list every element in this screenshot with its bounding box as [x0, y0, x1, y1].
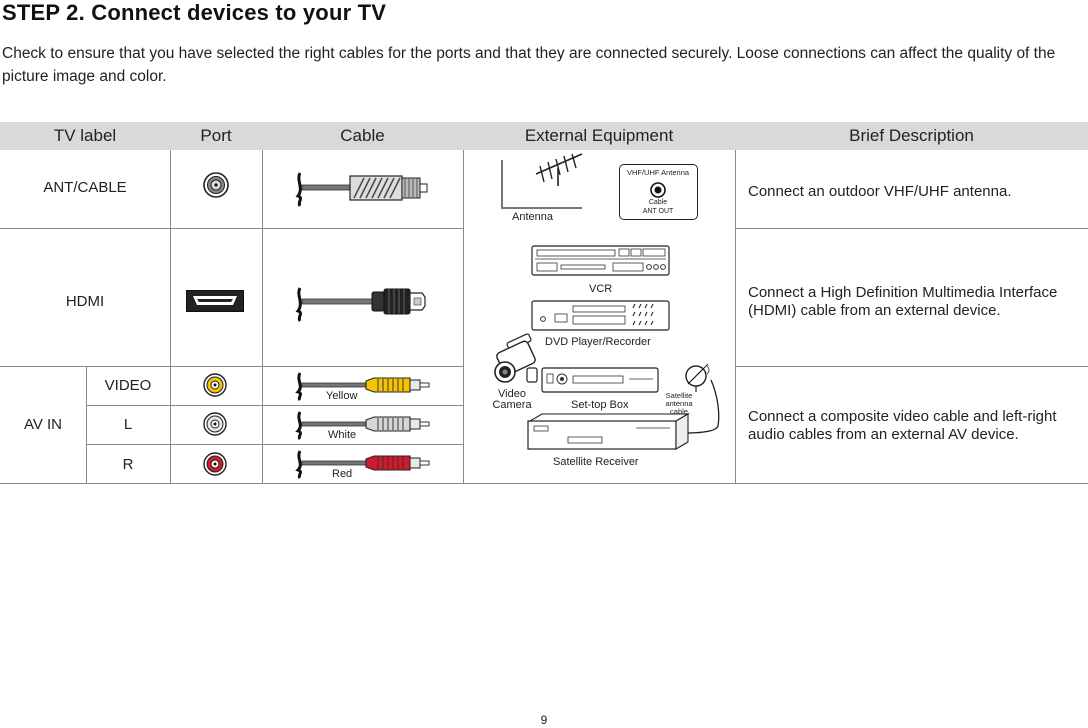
row-label-av-in: AV IN	[23, 416, 63, 433]
description-av: Connect a composite video cable and left…	[748, 408, 1057, 443]
vcr-icon	[531, 245, 670, 276]
grid-line	[86, 405, 463, 406]
description-ant: Connect an outdoor VHF/UHF antenna.	[748, 183, 1012, 200]
page-title: STEP 2. Connect devices to your TV	[2, 0, 387, 25]
vhf-ant-out-label: ANT OUT	[642, 208, 674, 215]
grid-line	[262, 150, 263, 483]
cable-break-mark	[295, 372, 302, 402]
coax-cable-icon	[295, 172, 428, 207]
rca-cable-yellow-icon	[295, 372, 430, 402]
rca-plug-pin	[419, 460, 430, 466]
row-label-ant-cable: ANT/CABLE	[43, 179, 127, 196]
vhf-uhf-antenna-title: VHF/UHF Antenna	[626, 168, 690, 177]
rca-plug-pin	[419, 421, 430, 427]
grid-line	[170, 150, 171, 483]
video-port-icon	[203, 373, 227, 397]
set-top-box-label: Set-top Box	[571, 399, 629, 411]
cable-color-white: White	[328, 429, 357, 441]
intro-paragraph: Check to ensure that you have selected t…	[2, 45, 1056, 85]
dvd-player-icon	[531, 300, 670, 331]
header-external-equipment: External Equipment	[524, 126, 674, 145]
satellite-receiver-icon	[527, 413, 691, 450]
hdmi-port-icon	[186, 290, 244, 312]
vhf-uhf-antenna-box: VHF/UHF Antenna Cable ANT OUT	[619, 164, 698, 220]
coax-port-icon	[203, 172, 229, 198]
cable-break-mark	[295, 450, 302, 480]
header-cable: Cable	[340, 126, 385, 145]
grid-line	[0, 483, 1088, 484]
video-camera-label-line2: Camera	[492, 399, 532, 411]
antenna-label: Antenna	[512, 211, 553, 223]
cable-wire	[301, 382, 367, 388]
satellite-cable-label: Satellite antenna cable	[660, 392, 698, 416]
description-hdmi: Connect a High Definition Multimedia Int…	[748, 284, 1058, 319]
cable-break-mark	[295, 411, 302, 441]
grid-line	[463, 150, 464, 483]
cable-color-yellow: Yellow	[326, 390, 358, 402]
grid-line	[0, 366, 463, 367]
set-top-box-icon	[541, 367, 659, 393]
satellite-dish-icon	[683, 363, 720, 434]
header-tv-label: TV label	[53, 126, 117, 145]
rca-plug-collar	[409, 379, 421, 391]
row-label-l: L	[123, 416, 133, 433]
cable-color-red: Red	[332, 468, 353, 480]
satellite-cable-label-1: Satellite	[665, 391, 693, 400]
cable-wire	[301, 421, 367, 427]
header-brief-description: Brief Description	[849, 126, 974, 145]
dvd-label: DVD Player/Recorder	[545, 336, 651, 348]
vcr-label: VCR	[589, 283, 613, 295]
vhf-coax-jack-icon	[650, 182, 666, 198]
rca-plug-collar	[409, 457, 421, 469]
grid-line	[735, 228, 1088, 229]
table-header: TV label Port Cable External Equipment B…	[0, 122, 1088, 150]
satellite-cable-label-2: antenna	[665, 399, 693, 408]
page-number: 9	[540, 713, 548, 727]
satellite-receiver-label: Satellite Receiver	[553, 456, 639, 468]
grid-line	[86, 366, 87, 483]
vhf-cable-label: Cable	[648, 199, 668, 206]
row-label-video: VIDEO	[104, 377, 152, 394]
grid-line	[0, 228, 463, 229]
rca-cable-white-icon	[295, 411, 430, 441]
row-label-hdmi: HDMI	[65, 293, 105, 310]
rca-plug-collar	[409, 418, 421, 430]
hdmi-cable-icon	[295, 287, 426, 322]
rca-plug-pin	[419, 382, 430, 388]
video-camera-label-line1: Video	[498, 388, 526, 400]
video-camera-label: Video Camera	[490, 389, 534, 411]
satellite-cable-label-3: cable	[670, 407, 688, 416]
row-label-r: R	[122, 456, 134, 473]
audio-right-port-icon	[203, 452, 227, 476]
antenna-icon	[501, 153, 583, 209]
rca-cable-red-icon	[295, 450, 430, 480]
header-port: Port	[200, 126, 232, 145]
cable-wire	[301, 460, 367, 466]
audio-left-port-icon	[203, 412, 227, 436]
grid-line	[86, 444, 463, 445]
grid-line	[735, 150, 736, 483]
video-camera-icon	[494, 333, 538, 383]
grid-line	[735, 366, 1088, 367]
